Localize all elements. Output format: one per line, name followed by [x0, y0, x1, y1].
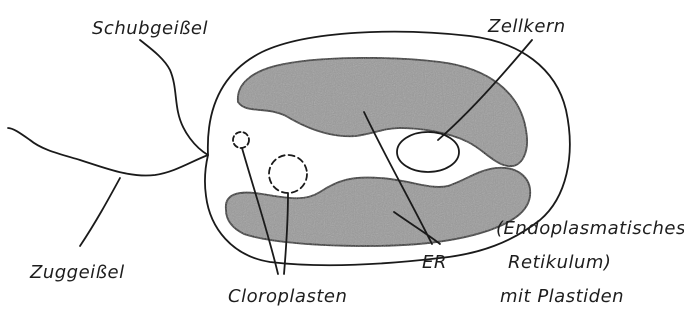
pull-flagellum-pointer [80, 178, 120, 246]
push-flagellum [140, 40, 208, 155]
er-label-line2: Retikulum) [508, 252, 611, 273]
nucleus [397, 132, 459, 172]
er-label-line3: mit Plastiden [500, 286, 624, 307]
nucleus-label: Zellkern [487, 16, 566, 37]
chloroplast-small [233, 132, 249, 148]
pull-flagellum [8, 128, 208, 176]
er-short-label: ER [422, 252, 447, 273]
er-label-line1: (Endoplasmatisches [496, 218, 684, 239]
er-lower-lobe [226, 168, 530, 246]
chloroplasts-label: Cloroplasten [228, 286, 347, 307]
pull-flagellum-label: Zuggeißel [29, 262, 125, 283]
chloroplast-large [269, 155, 307, 193]
push-flagellum-label: Schubgeißel [92, 18, 208, 39]
